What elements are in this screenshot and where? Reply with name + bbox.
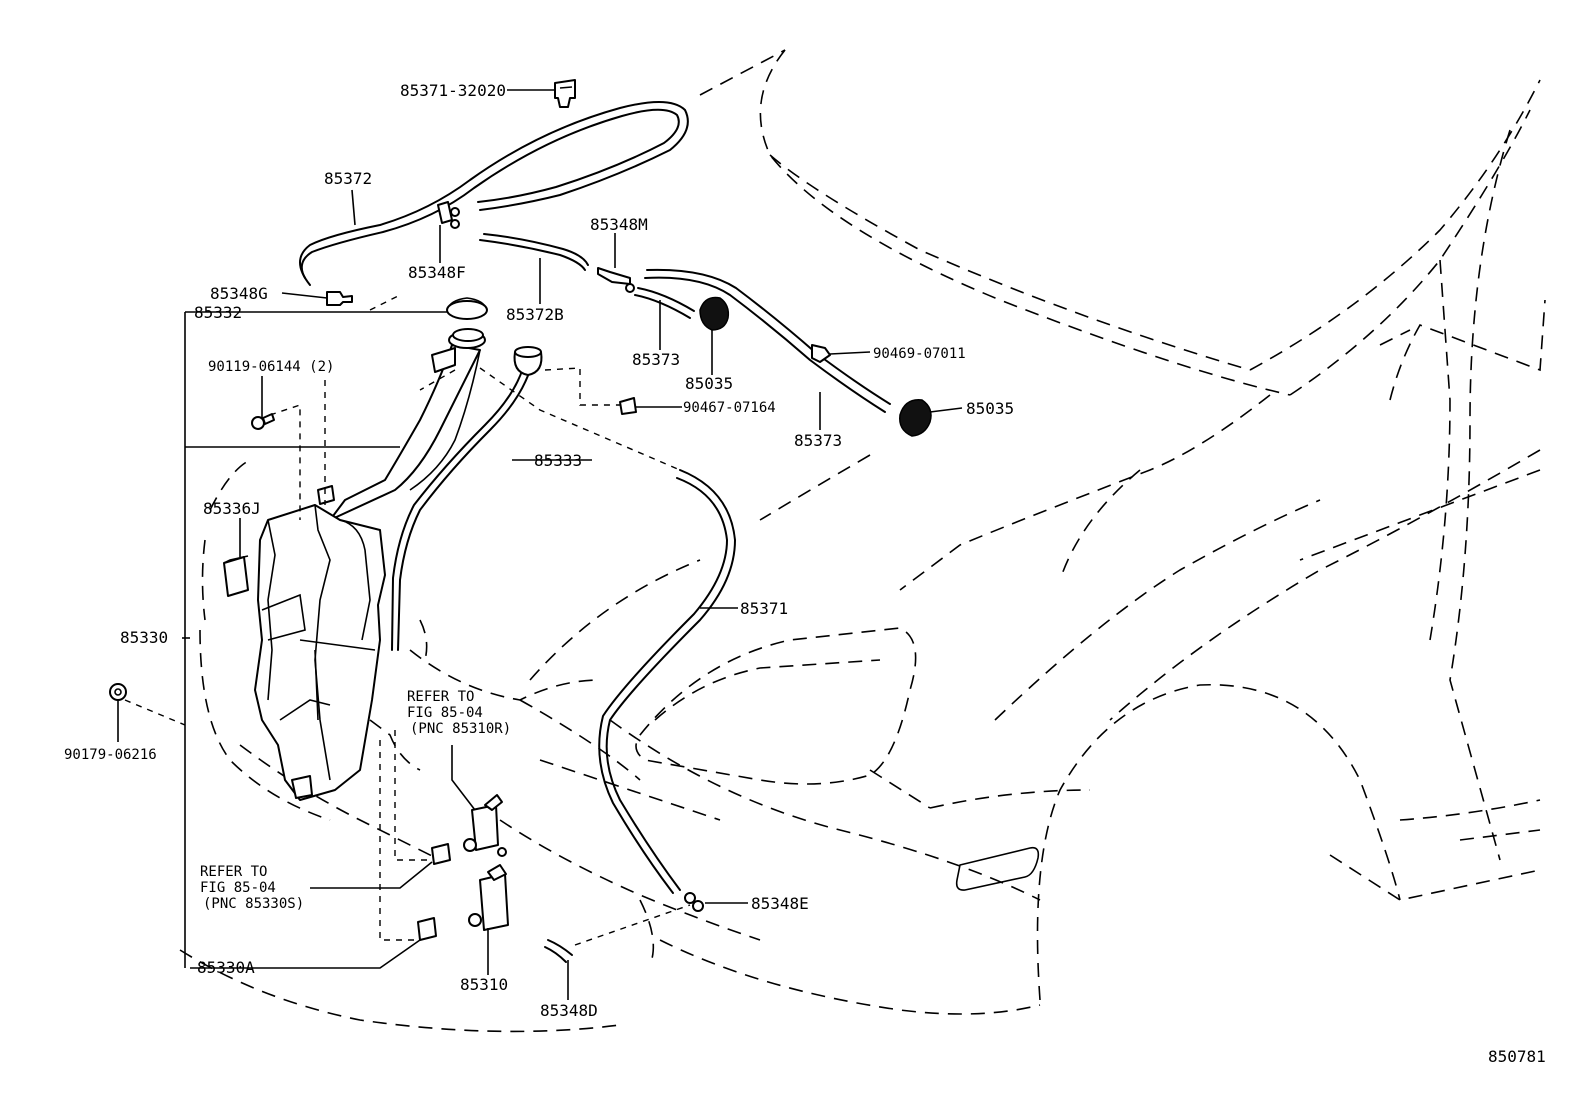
label-85333: 85333 (534, 451, 582, 470)
refer-note-r-line3: (PNC 85310R) (410, 721, 511, 737)
hoses (299, 100, 891, 963)
connection-lines (124, 294, 691, 946)
label-85348D: 85348D (540, 1001, 598, 1020)
refer-note-s-line3: (PNC 85330S) (203, 896, 304, 912)
label-90467-07164: 90467-07164 (683, 400, 776, 416)
label-85373-short: 85373 (632, 350, 680, 369)
label-85372: 85372 (324, 169, 372, 188)
label-85035-left: 85035 (685, 374, 733, 393)
label-85330: 85330 (120, 628, 168, 647)
label-85035-right: 85035 (966, 399, 1014, 418)
refer-note-r-line2: FIG 85-04 (407, 705, 483, 721)
refer-note-s-line1: REFER TO (200, 864, 267, 880)
diagram-id: 850781 (1488, 1047, 1546, 1066)
label-85371-32020: 85371-32020 (400, 81, 506, 100)
label-85330A: 85330A (197, 958, 255, 977)
refer-note-r-line1: REFER TO (407, 689, 474, 705)
label-85348F: 85348F (408, 263, 466, 282)
leader-lines (117, 89, 963, 1000)
label-85332: 85332 (194, 303, 242, 322)
label-85371: 85371 (740, 599, 788, 618)
label-85372B: 85372B (506, 305, 564, 324)
part-labels: 85371-32020 85372 85348F 85348G 85332 90… (64, 81, 1546, 1066)
label-85310: 85310 (460, 975, 508, 994)
label-85348E: 85348E (751, 894, 809, 913)
label-90469-07011: 90469-07011 (873, 346, 966, 362)
label-85373-long: 85373 (794, 431, 842, 450)
vehicle-body-outline (179, 49, 1546, 1033)
fittings (109, 79, 932, 941)
refer-note-s-line2: FIG 85-04 (200, 880, 276, 896)
label-85336J: 85336J (203, 499, 261, 518)
label-90119-06144: 90119-06144 (2) (208, 359, 334, 375)
label-85348G: 85348G (210, 284, 268, 303)
label-90179-06216: 90179-06216 (64, 747, 157, 763)
label-85348M: 85348M (590, 215, 648, 234)
washer-tank (185, 328, 486, 801)
